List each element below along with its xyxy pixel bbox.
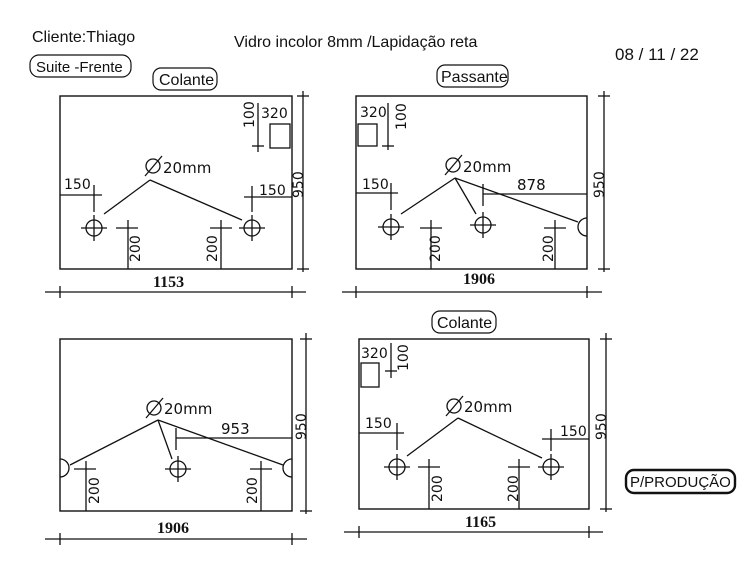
panel-2: Passante 2X 320 100 150 878 200 200 20mm… <box>342 64 610 298</box>
panel-2-edge-left: 150 <box>362 177 389 193</box>
panel-2-notch-height: 100 <box>394 103 410 130</box>
room-tag: Suite -Frente <box>36 59 123 76</box>
panel-2-label-frame <box>436 64 509 88</box>
panel-4-glass <box>358 338 590 510</box>
panel-1-notch <box>269 123 291 149</box>
panel-2-notch <box>357 123 378 147</box>
panel-1-width: 1153 <box>153 274 184 291</box>
panel-1-bottom-right: 200 <box>205 235 221 262</box>
panel-4-notch-height: 100 <box>396 344 412 371</box>
panel-1: Colante 100 320 150 150 200 200 20mm 950 <box>45 67 309 298</box>
production-status-badge: P/PRODUÇÃO <box>630 474 731 491</box>
client-name: Cliente:Thiago <box>32 29 135 46</box>
panel-4-label: Colante <box>437 315 492 332</box>
panel-3-bottom-right: 200 <box>245 477 261 504</box>
material-spec: Vidro incolor 8mm /Lapidação reta <box>234 34 477 51</box>
panel-4-edge-right: 150 <box>560 424 587 440</box>
panel-2-width: 1906 <box>463 271 495 288</box>
panel-1-bottom-left: 200 <box>128 235 144 262</box>
panel-4-width: 1165 <box>465 514 496 531</box>
order-date: 08 / 11 / 22 <box>615 45 699 64</box>
panel-4-notch-width: 320 <box>361 346 388 362</box>
panel-3-edge-cutout-left <box>59 458 70 478</box>
panel-3-width: 1906 <box>157 520 189 537</box>
panel-2-center-offset: 878 <box>517 176 546 194</box>
panel-4-label-frame <box>431 310 497 334</box>
room-tag-frame <box>29 54 132 78</box>
panel-3-bottom-left: 200 <box>87 477 103 504</box>
panel-1-notch-width: 320 <box>261 106 288 122</box>
panel-1-label: Colante <box>159 72 214 89</box>
panel-3-glass <box>59 338 293 512</box>
panel-2-bottom-right: 200 <box>541 235 557 262</box>
panel-4-hole-note: 20mm <box>464 398 512 416</box>
panel-3-center-offset: 953 <box>221 420 250 438</box>
panel-3: 953 200 200 20mm 950 1906 <box>45 333 312 545</box>
panel-1-edge-right: 150 <box>259 183 286 199</box>
panel-1-label-frame <box>152 67 218 91</box>
panel-1-glass <box>59 95 293 270</box>
panel-4-bottom-left: 200 <box>430 475 446 502</box>
panel-2-edge-cutout <box>577 217 588 237</box>
production-status-frame <box>624 468 737 495</box>
panel-2-label: Passante <box>441 69 508 86</box>
panel-3-hole-note: 20mm <box>164 400 212 418</box>
panel-4-height: 950 <box>594 413 610 440</box>
panel-1-height: 950 <box>291 171 307 198</box>
panel-3-height: 950 <box>294 413 310 440</box>
panel-4-notch <box>360 362 380 388</box>
panel-2-bottom-left: 200 <box>428 235 444 262</box>
panel-4-bottom-right: 200 <box>506 475 522 502</box>
panel-1-notch-height: 100 <box>242 101 258 128</box>
panel-4-edge-left: 150 <box>365 416 392 432</box>
panel-2-hole-note: 20mm <box>463 158 511 176</box>
panel-3-edge-cutout-right <box>282 458 293 478</box>
panel-2-glass <box>355 95 588 270</box>
panel-4: Colante 320 100 150 150 200 200 20mm 950… <box>344 310 612 538</box>
panel-2-notch-width: 320 <box>360 105 387 121</box>
panel-1-hole-note: 20mm <box>163 159 211 177</box>
panel-2-height: 950 <box>592 171 608 198</box>
panel-1-edge-left: 150 <box>64 177 91 193</box>
